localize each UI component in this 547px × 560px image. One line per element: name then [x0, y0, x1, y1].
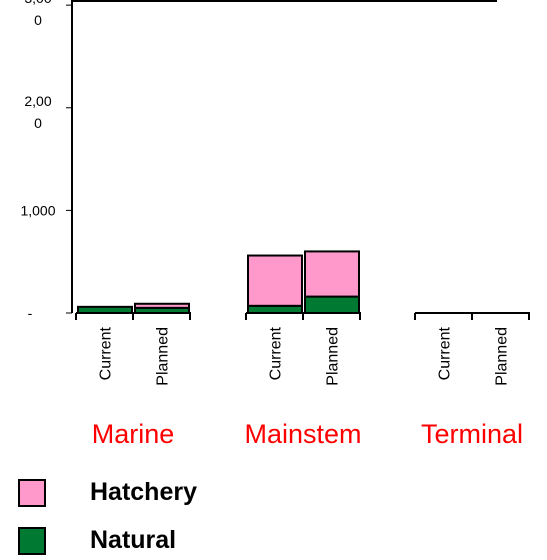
legend-swatch-natural [18, 526, 46, 555]
x-category-label: Current [98, 326, 115, 380]
legend-label-natural: Natural [90, 526, 177, 554]
group-label: Terminal [421, 419, 523, 449]
legend-label-hatchery: Hatchery [90, 478, 197, 506]
bar-hatchery [304, 250, 360, 298]
bar-natural [247, 304, 303, 315]
group-label: Mainstem [244, 419, 361, 449]
legend-swatch-hatchery [18, 478, 46, 507]
bar-natural [304, 295, 360, 314]
x-category-label: Current [437, 326, 454, 380]
x-category-label: Current [268, 326, 285, 380]
group-label: Marine [92, 419, 175, 449]
legend-item-hatchery: Hatchery [18, 478, 197, 507]
x-category-label: Planned [494, 327, 511, 386]
bar-hatchery [134, 302, 190, 309]
bar-natural [77, 305, 133, 314]
bar-hatchery [247, 254, 303, 307]
legend-item-natural: Natural [18, 526, 176, 555]
x-category-label: Planned [325, 327, 342, 386]
x-category-label: Planned [155, 327, 172, 386]
y-tick-label: - [28, 305, 33, 321]
y-tick-label: 1,000 [20, 202, 55, 218]
y-tick-label: 3,000 [24, 0, 51, 28]
